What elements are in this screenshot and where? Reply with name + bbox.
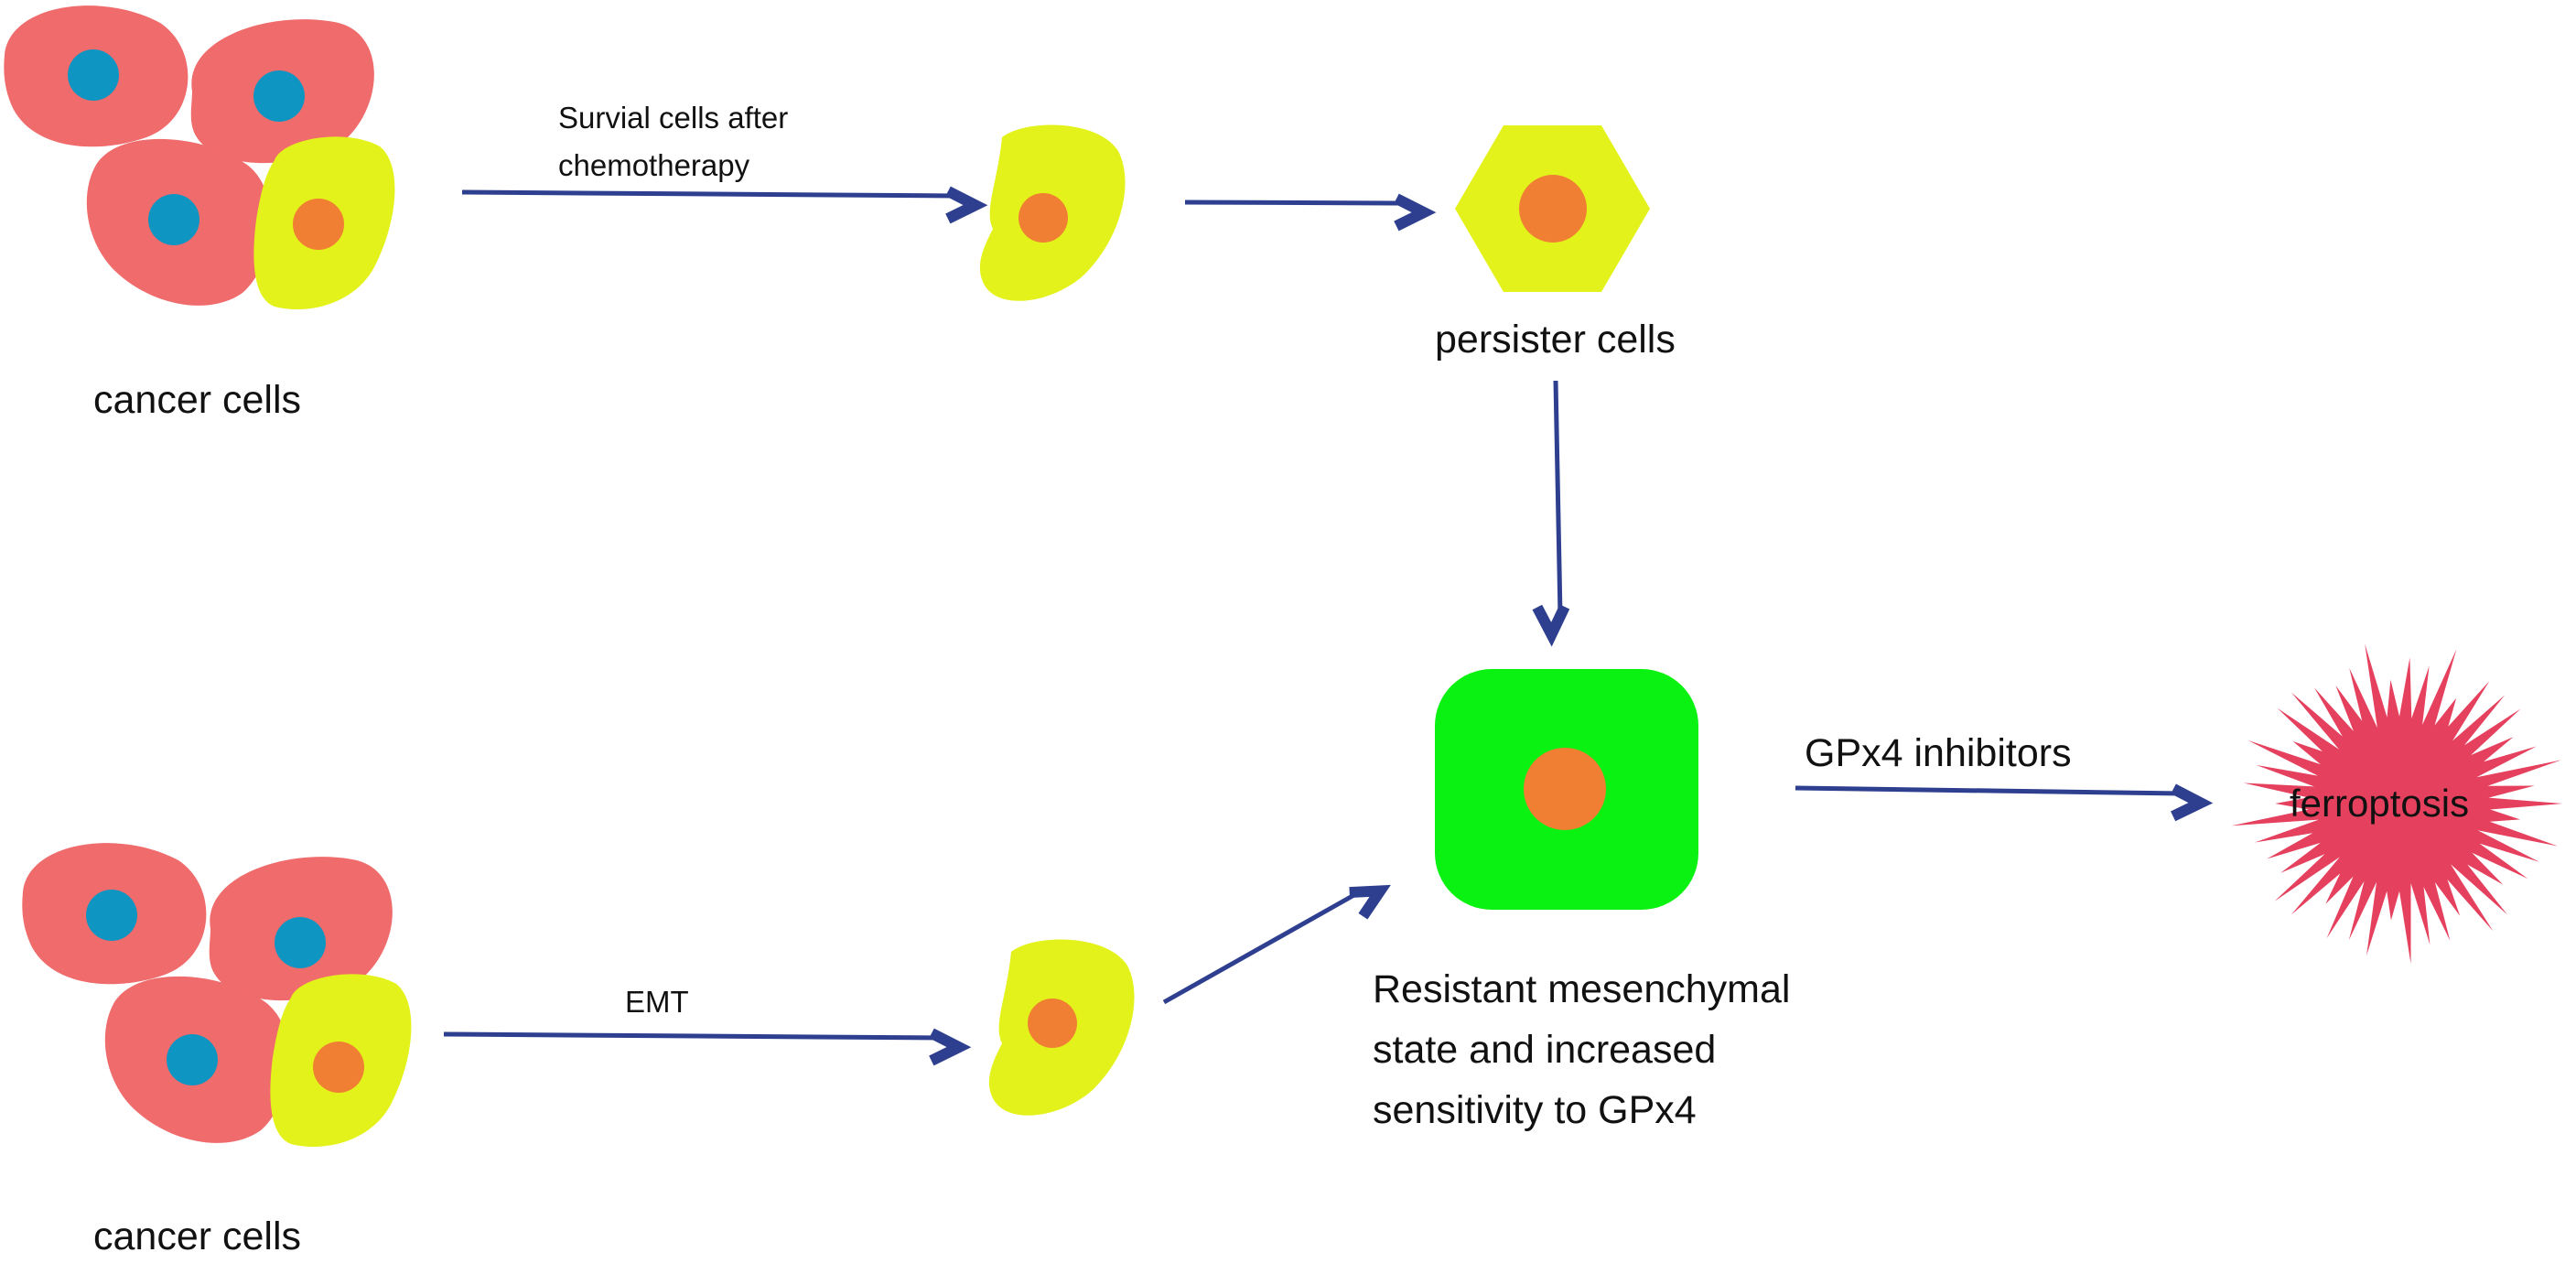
label-resistant-line3: sensitivity to GPx4: [1373, 1088, 1697, 1132]
ferroptosis-burst-icon: [2231, 643, 2563, 965]
persister-cell: [1455, 125, 1650, 292]
arrow-to-resistant: [1162, 884, 1391, 1005]
survivor-cell-top: [979, 124, 1126, 301]
label-survival-line1: Survial cells after: [558, 101, 789, 135]
label-persister-cells: persister cells: [1435, 318, 1676, 362]
arrow-chemotherapy: [461, 186, 988, 224]
arrow-to-persister: [1184, 193, 1437, 232]
arrow-persister-to-resistant: [1532, 380, 1570, 647]
label-ferroptosis: ferroptosis: [2290, 782, 2470, 825]
cancer-cell-cluster-top: [4, 5, 395, 309]
cancer-cell-cluster-bottom: [22, 843, 412, 1147]
label-gpx4-inhibitors: GPx4 inhibitors: [1805, 731, 2072, 775]
arrows: [443, 186, 2214, 1066]
label-cancer-cells-bottom: cancer cells: [93, 1214, 302, 1258]
resistant-cell: [1435, 669, 1698, 910]
label-survival-line2: chemotherapy: [558, 148, 750, 182]
arrow-gpx4: [1795, 783, 2214, 822]
arrow-emt: [443, 1028, 972, 1066]
ferroptosis-cell: [2231, 643, 2563, 965]
label-resistant-line1: Resistant mesenchymal: [1373, 967, 1791, 1011]
label-cancer-cells-top: cancer cells: [93, 378, 302, 422]
label-resistant-line2: state and increased: [1373, 1028, 1717, 1072]
survivor-cell-bottom: [988, 939, 1135, 1116]
label-emt: EMT: [625, 985, 689, 1019]
